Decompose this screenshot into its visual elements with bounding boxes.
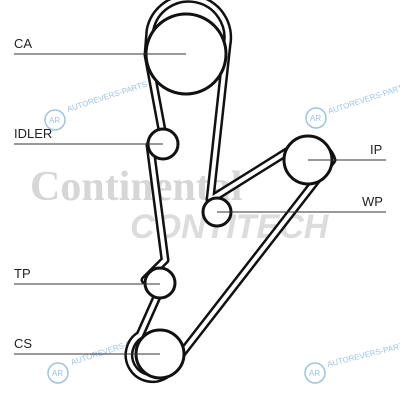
autorevers-watermark-bottom-right: AR AUTOREVERS-PARTS	[304, 340, 400, 384]
idler-label: IDLER	[14, 126, 52, 141]
autorevers-text: AUTOREVERS-PARTS	[326, 340, 400, 369]
tp-pulley	[143, 266, 177, 300]
wp-label: WP	[362, 194, 383, 209]
ip-label: IP	[370, 142, 382, 157]
ar-badge-text: AR	[52, 369, 63, 378]
ar-badge-icon	[305, 107, 327, 129]
ar-badge-text: AR	[310, 114, 321, 123]
ar-badge-icon	[304, 362, 326, 384]
autorevers-watermark-top-right: AR AUTOREVERS-PARTS	[305, 82, 400, 129]
ar-badge-text: AR	[309, 369, 320, 378]
tp-label: TP	[14, 266, 31, 281]
autorevers-text: AUTOREVERS-PARTS	[66, 80, 148, 114]
ar-badge-icon	[44, 109, 66, 131]
ar-badge-text: AR	[49, 116, 60, 125]
cs-label: CS	[14, 336, 32, 351]
autorevers-watermark-top-left: AR AUTOREVERS-PARTS	[44, 80, 148, 131]
autorevers-text: AUTOREVERS-PARTS	[327, 82, 400, 116]
ca-label: CA	[14, 36, 32, 51]
ar-badge-icon	[47, 362, 69, 384]
